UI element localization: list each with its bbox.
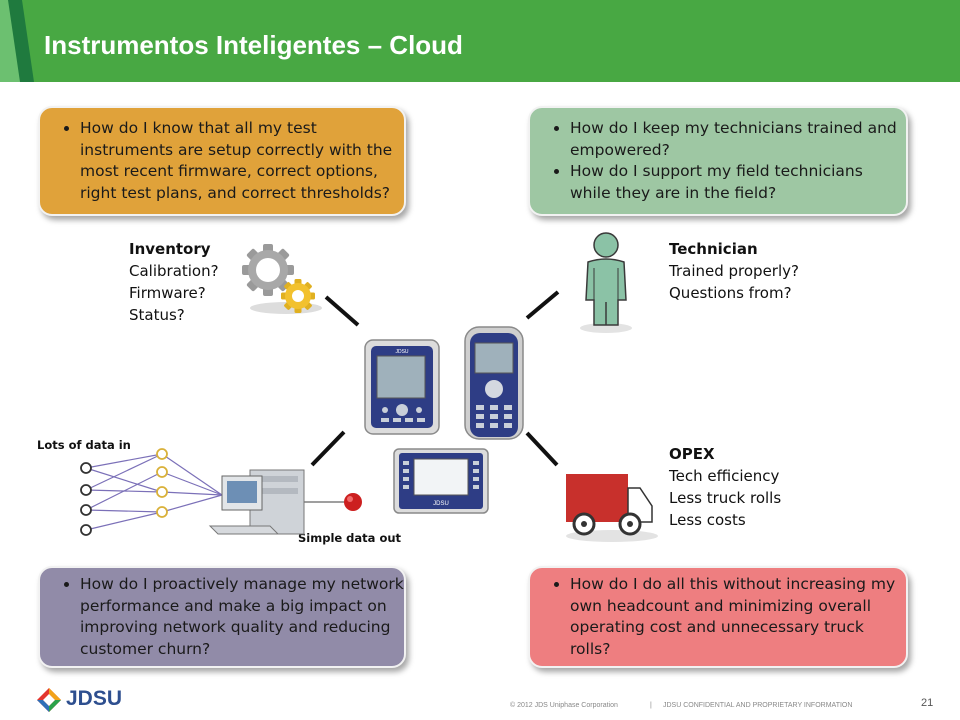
jdsu-logo-text: JDSU [66,687,123,710]
opex-line-2: Less truck rolls [669,489,782,507]
copyright-text: © 2012 JDS Uniphase Corporation [510,702,618,709]
technician-line-2: Questions from? [669,284,792,302]
opex-line-1: Tech efficiency [669,467,780,485]
inventory-question-text: How do I know that all my test instrumen… [80,118,404,204]
header-accent-shape [0,0,34,82]
test-instrument-icon: JDSU [364,339,440,435]
opex-question-box: How do I do all this without increasing … [528,566,908,668]
person-icon [580,232,632,333]
network-question-text: How do I proactively manage my network p… [80,574,404,660]
technician-line-1: Trained properly? [669,262,799,280]
inventory-line-2: Firmware? [129,284,206,302]
footer-separator: | [650,702,652,709]
inventory-title: Inventory [129,240,211,258]
page-title: Instrumentos Inteligentes – Cloud [44,30,463,60]
inventory-line-1: Calibration? [129,262,219,280]
inventory-line-3: Status? [129,306,185,324]
opex-label: OPEX Tech efficiency Less truck rolls Le… [669,443,781,531]
page-number: 21 [921,697,934,709]
inventory-label: Inventory Calibration? Firmware? Status? [129,238,219,326]
network-question-box: How do I proactively manage my network p… [38,566,406,668]
svg-text:JDSU: JDSU [395,349,408,355]
confidential-text: JDSU CONFIDENTIAL AND PROPRIETARY INFORM… [663,702,853,709]
server-icon [208,469,305,535]
data-in-label: Lots of data in [37,438,131,452]
data-network-diagram [80,448,362,536]
handheld-meter-icon [464,326,524,440]
opex-question-text: How do I do all this without increasing … [570,574,906,660]
technician-question-2: How do I support my field technicians wh… [570,161,906,204]
gears-icon [242,244,322,314]
technician-label: Technician Trained properly? Questions f… [669,238,799,304]
opex-title: OPEX [669,445,715,463]
data-out-label: Simple data out [298,531,402,545]
svg-text:JDSU: JDSU [433,501,449,507]
technician-title: Technician [669,240,758,258]
technician-question-box: How do I keep my technicians trained and… [528,106,908,216]
tablet-instrument-icon: JDSU [393,448,489,514]
inventory-question-box: How do I know that all my test instrumen… [38,106,406,216]
header-bar: Instrumentos Inteligentes – Cloud [0,0,960,82]
truck-icon [566,474,658,542]
jdsu-logo-icon [37,688,61,712]
technician-question-1: How do I keep my technicians trained and… [570,118,906,161]
opex-line-3: Less costs [669,511,746,529]
